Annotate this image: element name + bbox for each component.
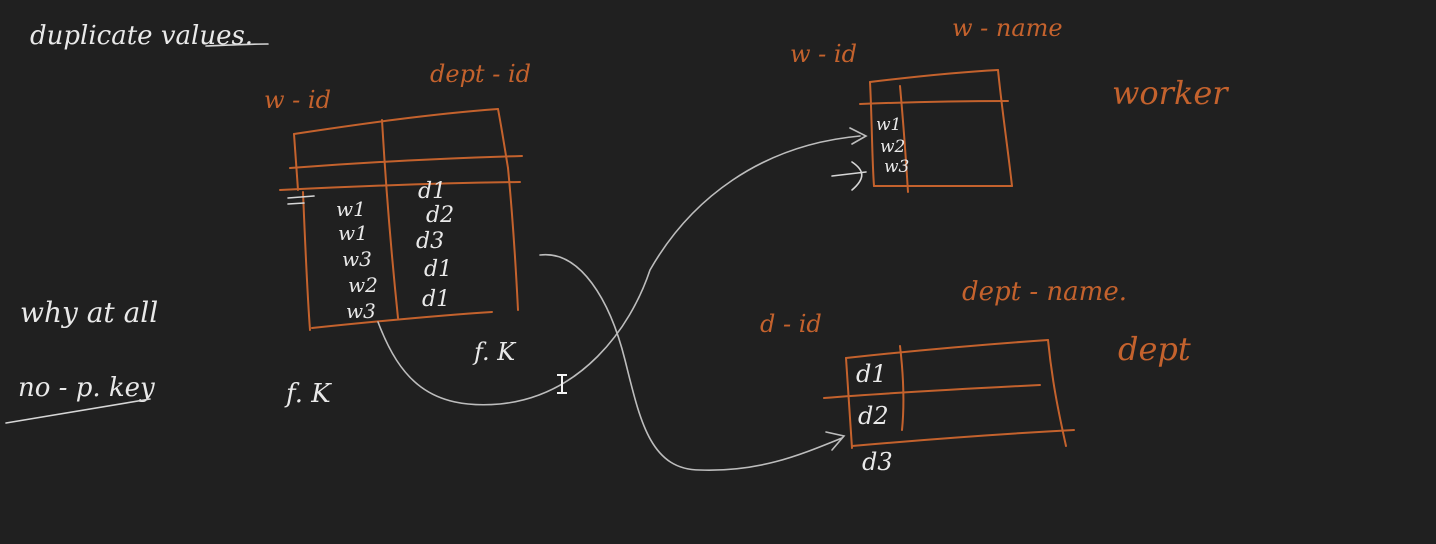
arrow-worker-row — [831, 161, 867, 191]
text-cursor-icon — [557, 374, 567, 394]
note-fk-left: f. K — [284, 379, 332, 409]
underline-values — [205, 43, 269, 47]
relationship-arrows — [377, 127, 868, 471]
worker-row-2: w2 — [880, 137, 905, 157]
arrow-to-dept — [539, 254, 843, 471]
junction-r3c2: d3 — [416, 229, 444, 254]
junction-table-outline — [279, 108, 523, 331]
junction-r5c1: w3 — [346, 299, 376, 323]
junction-r3c1: w3 — [342, 247, 372, 271]
junction-r2c2: d2 — [426, 203, 454, 228]
dept-row-2: d2 — [858, 402, 889, 430]
dept-col1-header: d - id — [760, 310, 822, 338]
worker-col1-header: w - id — [790, 40, 857, 68]
junction-r4c1: w2 — [348, 273, 378, 297]
arrow-to-worker — [377, 135, 861, 406]
note-no-p-key: no - p. key — [18, 373, 155, 403]
junction-r2c1: w1 — [338, 221, 368, 245]
worker-row-3: w3 — [884, 157, 909, 177]
dept-row-3: d3 — [862, 448, 893, 476]
dept-row-1: d1 — [856, 360, 887, 388]
note-duplicate-values: duplicate values. — [30, 21, 253, 51]
worker-table-name: worker — [1112, 74, 1229, 112]
dept-table-name: dept — [1118, 330, 1191, 368]
junction-r1c1: w1 — [336, 197, 366, 221]
junction-r4c2: d1 — [424, 257, 452, 282]
junction-col1-header: w - id — [264, 86, 331, 114]
note-why-at-all: why at all — [20, 296, 158, 329]
junction-r1c2: d1 — [418, 179, 446, 204]
dept-col2-header: dept - name. — [962, 277, 1127, 307]
worker-table-outline — [859, 69, 1013, 193]
junction-rows: w1 d1 w1 d2 w3 d3 w2 d1 w3 d1 — [336, 179, 454, 323]
junction-col2-header: dept - id — [430, 60, 531, 88]
underline-no-p-key — [5, 398, 151, 424]
worker-col2-header: w - name — [952, 14, 1063, 42]
dept-table-outline — [823, 339, 1075, 449]
worker-row-1: w1 — [876, 115, 901, 135]
note-fk-mid: f. K — [472, 338, 517, 366]
junction-r5c2: d1 — [422, 287, 450, 312]
